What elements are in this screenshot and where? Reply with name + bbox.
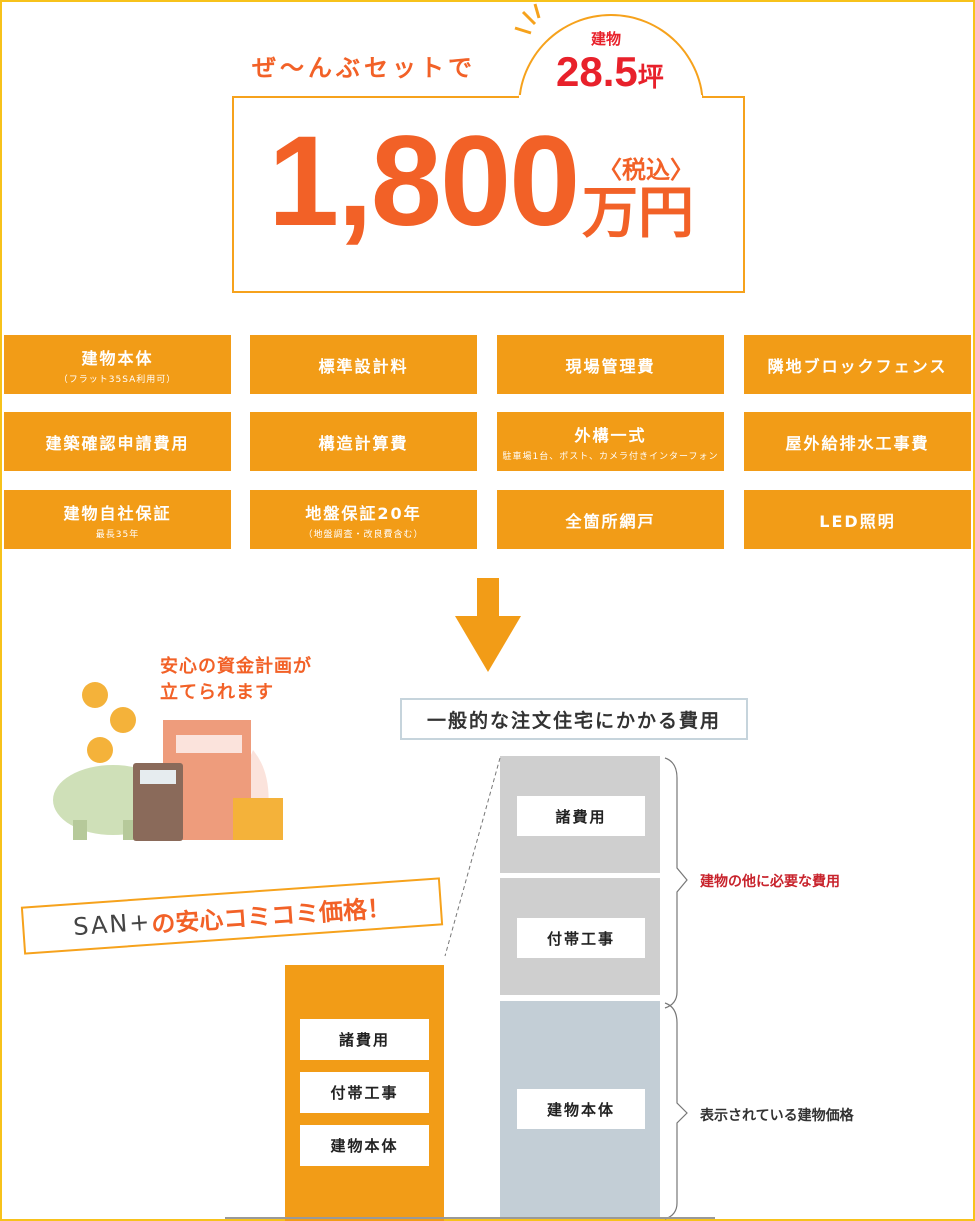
general-block-ancillary: 付帯工事 [500, 878, 660, 995]
price-unit: 万円 [582, 181, 694, 246]
general-block-fees: 諸費用 [500, 756, 660, 873]
tile-sublabel: （地盤調査・改良費含む） [303, 529, 424, 540]
tile-label: 地盤保証20年 [305, 503, 422, 523]
tile-label: 全箇所網戸 [565, 511, 656, 531]
included-item-tile: 構造計算費 [250, 412, 477, 471]
price-value: 1,800 [268, 110, 580, 253]
general-block-building: 建物本体 [500, 1001, 660, 1219]
included-item-tile: 屋外給排水工事費 [744, 412, 971, 471]
tile-sublabel: 最長35年 [95, 529, 140, 540]
tile-label: 現場管理費 [565, 356, 656, 376]
included-item-tile: 建物自社保証最長35年 [4, 490, 231, 549]
price-box [232, 96, 745, 293]
building-label: 建物 [591, 30, 622, 48]
tile-label: 隣地ブロックフェンス [767, 356, 948, 376]
piggy-bank-illustration [53, 682, 283, 841]
tile-label: 標準設計料 [318, 356, 409, 376]
tile-label: 建物自社保証 [63, 503, 172, 523]
tile-label: 屋外給排水工事費 [785, 433, 930, 453]
tile-label: 構造計算費 [318, 433, 409, 453]
note-shown-price: 表示されている建物価格 [700, 1108, 854, 1124]
tax-included: 〈税込〉 [598, 156, 694, 184]
tile-sublabel: （フラット35SA利用可） [58, 374, 177, 385]
sanplus-column: 諸費用 付帯工事 建物本体 [285, 965, 444, 1221]
included-item-tile: 建物本体 （フラット35SA利用可） [4, 335, 231, 394]
baseline [225, 1217, 715, 1219]
included-item-tile: 隣地ブロックフェンス [744, 335, 971, 394]
illustration-caption: 安心の資金計画が立てられます [160, 656, 312, 703]
included-item-tile: LED照明 [744, 490, 971, 549]
area-value: 28.5坪 [556, 48, 664, 95]
sparkle-lines-icon [514, 3, 541, 35]
included-item-tile: 標準設計料 [250, 335, 477, 394]
tile-label: 外構一式 [574, 425, 647, 445]
lead-text: ぜ〜んぶセットで [252, 54, 476, 82]
note-other-costs: 建物の他に必要な費用 [700, 874, 840, 890]
included-item-tile: 現場管理費 [497, 335, 724, 394]
included-item-tile: 外構一式駐車場1台、ポスト、カメラ付きインターフォン [497, 412, 724, 471]
tile-label: 建物本体 [81, 348, 154, 368]
sanplus-banner: SAN+の安心コミコミ価格！ [20, 877, 444, 955]
included-item-tile: 地盤保証20年 （地盤調査・改良費含む） [250, 490, 477, 549]
tile-label: LED照明 [819, 511, 896, 531]
tile-label: 建築確認申請費用 [45, 433, 190, 453]
general-cost-title: 一般的な注文住宅にかかる費用 [400, 698, 748, 740]
down-arrow-icon [455, 578, 521, 672]
bracket-lines [444, 757, 688, 1220]
included-item-tile: 建築確認申請費用 [4, 412, 231, 471]
tile-sublabel: 駐車場1台、ポスト、カメラ付きインターフォン [502, 451, 719, 462]
included-item-tile: 全箇所網戸 [497, 490, 724, 549]
